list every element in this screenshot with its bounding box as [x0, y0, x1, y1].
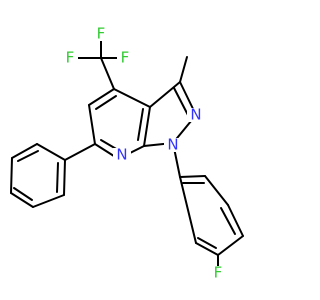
bond-c4-c3a — [113, 88, 151, 108]
atom-f2-text: F — [66, 49, 75, 67]
bond-ph-6 — [36, 143, 66, 161]
bond-c5-c4-double — [95, 95, 117, 110]
molecule-structure-diagram: F F F F N N N — [10, 25, 244, 282]
atom-label-f3: F — [117, 49, 133, 67]
bond-fph-1 — [179, 175, 206, 178]
atom-n2-text: N — [190, 106, 201, 124]
bond-ph-5-double — [17, 150, 39, 162]
bond-ph-3-double — [13, 187, 33, 201]
bond-c3-methyl — [179, 56, 188, 83]
bond-fph-4 — [217, 235, 244, 256]
atom-f3-text: F — [121, 49, 130, 67]
bond-c7a-c3a — [143, 106, 151, 147]
bond-ph-5 — [11, 143, 38, 159]
atom-f4-text: F — [214, 264, 223, 282]
bond-c5-c4 — [88, 88, 115, 106]
bond-c6-c5 — [88, 104, 96, 145]
bond-c7a-c3a-double — [137, 108, 144, 141]
bond-fph-2 — [204, 175, 229, 206]
atom-label-n1: N — [164, 136, 182, 154]
atom-n1-text: N — [167, 136, 178, 154]
bond-fph-5-double — [197, 237, 217, 249]
atom-label-n7: N — [113, 146, 131, 164]
bond-ph-4 — [10, 157, 13, 194]
bond-fph-5 — [195, 242, 219, 256]
bond-ph-2 — [32, 194, 65, 208]
atom-n7-text: N — [116, 146, 127, 164]
bond-fph-3 — [227, 204, 244, 237]
bond-c3a-c3 — [149, 81, 181, 108]
atom-label-f1: F — [93, 25, 109, 43]
bond-fph-3-double — [220, 207, 236, 235]
bond-ph-1-double — [56, 162, 59, 193]
atom-label-n2: N — [187, 106, 205, 124]
bond-ph-3 — [10, 192, 34, 208]
bond-ph-1 — [63, 159, 66, 196]
atom-f1-text: F — [97, 25, 106, 43]
atom-label-f4: F — [210, 264, 226, 282]
bond-c6-phenyl — [64, 143, 96, 161]
bond-fph-6 — [179, 176, 197, 244]
atom-label-f2: F — [62, 49, 78, 67]
bond-c4-cf3 — [100, 57, 115, 90]
